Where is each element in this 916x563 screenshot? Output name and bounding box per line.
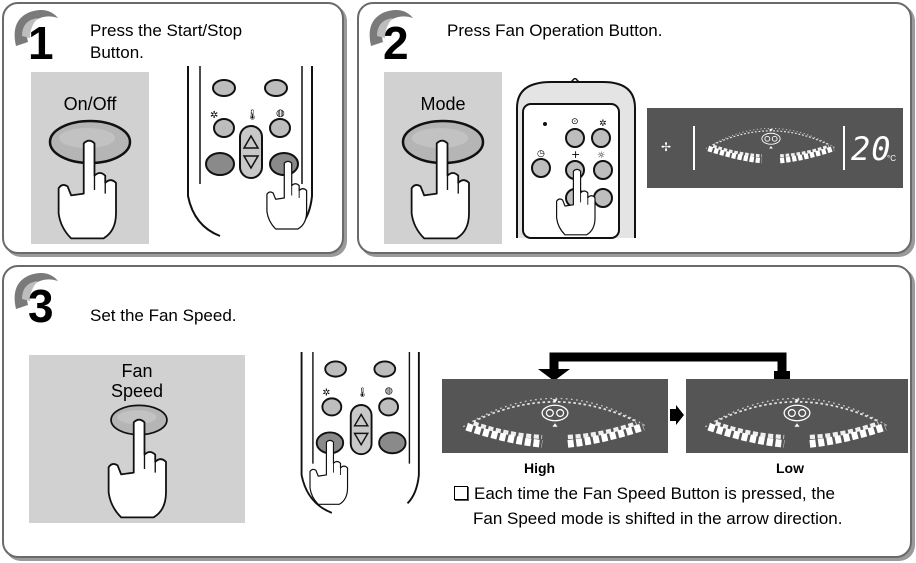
svg-text:◍: ◍ [385, 386, 393, 397]
remote-control-icon: ✲ 🌡 ◍ [187, 66, 313, 237]
svg-text:✲: ✲ [322, 388, 330, 399]
step-3-panel: 3 Set the Fan Speed. Fan Speed ✲ 🌡 ◍ [2, 265, 912, 558]
note-text: Each time the Fan Speed Button is presse… [454, 481, 842, 531]
step-2-panel: 2 Press Fan Operation Button. Mode ⊙ ✲ ◷… [357, 2, 912, 254]
svg-text:🌡: 🌡 [246, 109, 259, 121]
svg-text:🌡: 🌡 [356, 387, 368, 399]
note-line-1: Each time the Fan Speed Button is presse… [474, 484, 835, 503]
hand-press-icon [55, 138, 125, 242]
instruction-text: Press the Start/Stop Button. [90, 20, 242, 64]
note-line-2: Fan Speed mode is shifted in the arrow d… [473, 509, 843, 528]
fan-speed-label-line-1: Fan [121, 361, 153, 381]
fan-display-low-icon [686, 379, 908, 453]
svg-text:☼: ☼ [597, 151, 605, 161]
svg-text:✲: ✲ [210, 110, 218, 121]
hand-press-icon [408, 138, 478, 242]
svg-text:⊙: ⊙ [571, 117, 579, 127]
step-badge-icon: 2 [363, 6, 427, 70]
mode-button-illustration: Mode [384, 72, 502, 244]
temperature-readout: 20 [851, 130, 892, 168]
fan-display-icon: ✢ 20 °C [647, 108, 903, 188]
on-off-button-illustration: On/Off [31, 72, 149, 244]
right-arrow-icon [670, 405, 684, 425]
fan-speed-label-line-2: Speed [110, 381, 164, 401]
instruction-text: Set the Fan Speed. [90, 306, 237, 325]
high-label: High [524, 460, 556, 476]
svg-text:✲: ✲ [599, 119, 607, 129]
mode-label: Mode [420, 94, 466, 114]
hand-press-icon [105, 417, 175, 521]
svg-text:◷: ◷ [537, 149, 545, 159]
svg-text:+: + [571, 148, 580, 161]
step-number: 1 [28, 17, 54, 69]
step-badge-icon: 3 [8, 269, 72, 333]
step-number: 3 [28, 280, 54, 332]
on-off-label: On/Off [63, 94, 117, 114]
fan-speed-label: Fan Speed [29, 361, 245, 401]
low-label: Low [776, 460, 804, 476]
remote-control-icon: ⊙ ✲ ◷ + ☼ [516, 78, 636, 239]
instruction-text: Press Fan Operation Button. [447, 21, 663, 40]
svg-text:◍: ◍ [276, 108, 285, 119]
fan-display-high-icon [442, 379, 668, 453]
remote-control-icon: ✲ 🌡 ◍ [300, 352, 420, 514]
step-badge-icon: 1 [8, 6, 72, 70]
step-1-panel: 1 Press the Start/Stop Button. On/Off ✲ … [2, 2, 344, 254]
checkbox-bullet-icon [454, 486, 468, 500]
temperature-unit: °C [887, 154, 896, 163]
fan-mode-icon: ✢ [661, 140, 672, 154]
cycle-arrow-icon [538, 352, 790, 383]
step-number: 2 [383, 17, 409, 69]
fan-speed-button-illustration: Fan Speed [29, 355, 245, 523]
instruction-line-2: Button. [90, 43, 144, 62]
instruction-line-1: Press the Start/Stop [90, 21, 243, 40]
